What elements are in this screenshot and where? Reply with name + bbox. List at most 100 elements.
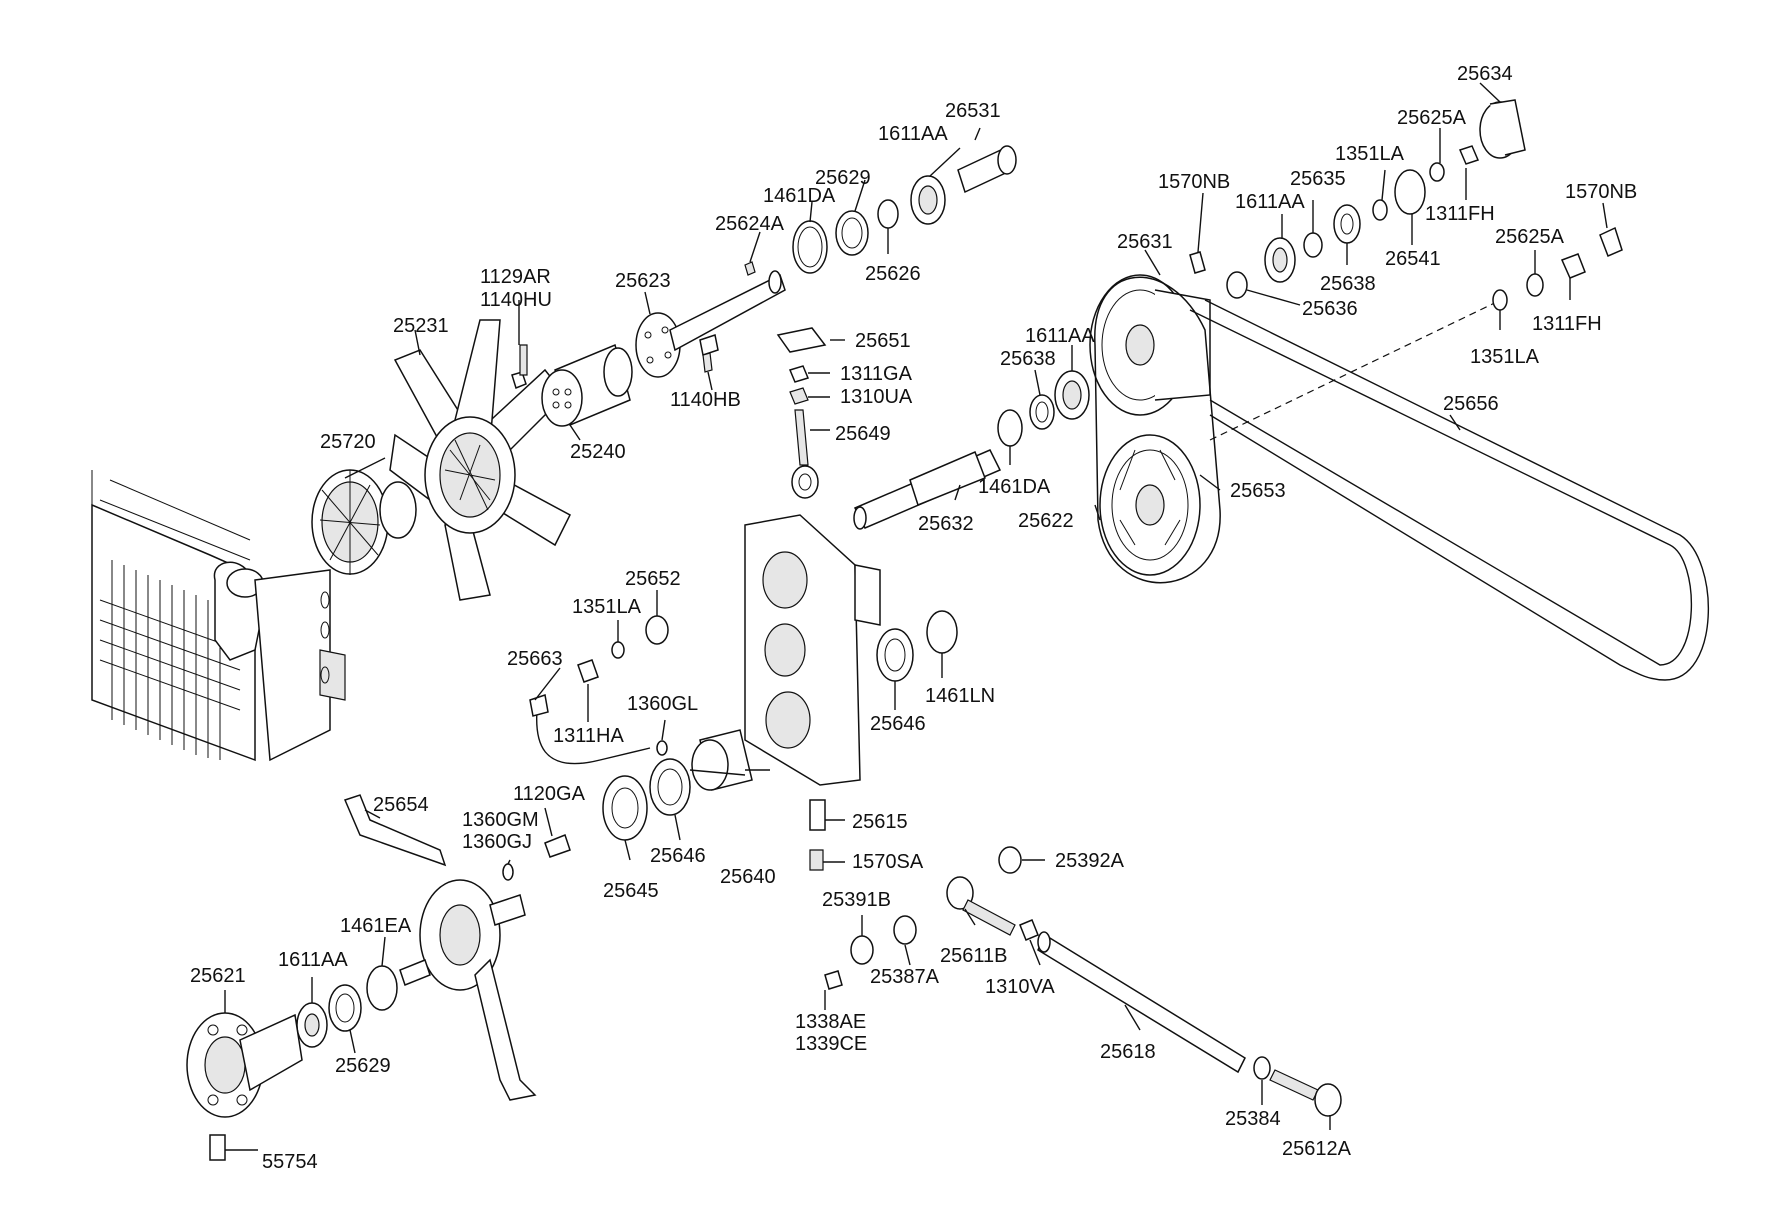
label-25653: 25653 <box>1230 480 1286 502</box>
label-25625A: 25625A <box>1397 107 1467 129</box>
bushing-25391B <box>850 935 874 965</box>
label-1461DA: 1461DA <box>978 476 1051 498</box>
label-1461LN: 1461LN <box>925 685 995 707</box>
nut-1311GA <box>788 365 810 383</box>
shaft-25623 <box>635 261 786 378</box>
fan-clutch-25720 <box>311 469 417 575</box>
label-25663: 25663 <box>507 648 563 670</box>
label-1611AA: 1611AA <box>1025 325 1095 347</box>
label-25654: 25654 <box>373 794 429 816</box>
label-25623: 25623 <box>615 270 671 292</box>
fan-blade-25231 <box>389 319 571 601</box>
sleeve-26531 <box>957 145 1017 194</box>
label-25638: 25638 <box>1000 348 1056 370</box>
label-1351LA: 1351LA <box>572 596 642 618</box>
belt-25656 <box>1189 297 1710 681</box>
washer-25652 <box>645 615 669 645</box>
fitting-55754 <box>209 1134 226 1161</box>
label-25618: 25618 <box>1100 1041 1156 1063</box>
seal-25646-lower <box>649 758 691 816</box>
label-1360GM: 1360GM <box>462 809 539 831</box>
bushing-25640 <box>691 729 753 791</box>
label-1338AE: 1338AE <box>795 1011 866 1033</box>
label-1311FH: 1311FH <box>1425 203 1495 225</box>
leader-lines <box>224 82 1608 1151</box>
fitting-1570SA <box>809 849 824 871</box>
circlip-1461DA-mid <box>997 409 1023 447</box>
label-25624A: 25624A <box>715 213 785 235</box>
label-55754: 55754 <box>262 1151 318 1173</box>
washer-25645 <box>602 775 648 841</box>
bolt-1120GA <box>544 834 571 858</box>
label-1310UA: 1310UA <box>840 386 913 408</box>
label-25638: 25638 <box>1320 273 1376 295</box>
washer-25625A-top <box>1429 162 1445 182</box>
label-25612A: 25612A <box>1282 1138 1352 1160</box>
radiator-drawing <box>91 470 346 762</box>
label-25635: 25635 <box>1290 168 1346 190</box>
label-25615: 25615 <box>852 811 908 833</box>
label-25625A: 25625A <box>1495 226 1565 248</box>
label-1140HU: 1140HU <box>480 289 552 311</box>
shaft-25632 <box>853 449 1002 530</box>
label-1310VA: 1310VA <box>985 976 1055 998</box>
seal-25646-right <box>876 628 914 682</box>
rod-end-25611B <box>946 876 1016 936</box>
nut-1338AE <box>824 970 843 990</box>
label-25629: 25629 <box>335 1055 391 1077</box>
fitting-25615 <box>809 799 826 831</box>
washer-1360GL <box>656 740 668 756</box>
grease-fitting-1570NB-right <box>1599 226 1623 257</box>
washer-1351LA-mid <box>611 641 625 659</box>
nut-1311FH-top <box>1458 145 1480 165</box>
bearing-1611AA-right <box>1264 237 1296 283</box>
label-1461DA: 1461DA <box>763 185 836 207</box>
label-26531: 26531 <box>945 100 1001 122</box>
label-25646: 25646 <box>650 845 706 867</box>
bearing-1611AA-mid <box>1054 370 1090 420</box>
cap-25634 <box>1479 99 1526 159</box>
label-25392A: 25392A <box>1055 850 1125 872</box>
label-25621: 25621 <box>190 965 246 987</box>
label-1120GA: 1120GA <box>513 783 586 805</box>
bushing-25387A <box>893 915 917 945</box>
label-1570NB: 1570NB <box>1565 181 1637 203</box>
seal-25629-lower <box>328 984 362 1032</box>
label-1311GA: 1311GA <box>840 363 913 385</box>
plate-25651 <box>776 327 827 353</box>
label-1360GJ: 1360GJ <box>462 831 532 853</box>
label-25626: 25626 <box>865 263 921 285</box>
label-25634: 25634 <box>1457 63 1513 85</box>
spacer-25635 <box>1303 232 1323 258</box>
hub-25621 <box>186 1012 303 1118</box>
nut-1310UA <box>789 387 809 405</box>
part-labels: 25634 25625A 1351LA 26531 1611AA 25629 1… <box>190 63 1637 1173</box>
spacer-25636 <box>1226 271 1248 299</box>
label-25231: 25231 <box>393 315 449 337</box>
washer-1360GM <box>502 863 514 881</box>
spacer-25240 <box>541 343 633 427</box>
label-1611AA: 1611AA <box>1235 191 1305 213</box>
label-25656: 25656 <box>1443 393 1499 415</box>
eyebolt-25649 <box>791 409 819 499</box>
label-1570SA: 1570SA <box>852 851 924 873</box>
label-25384: 25384 <box>1225 1108 1281 1130</box>
label-25636: 25636 <box>1302 298 1358 320</box>
circlip-1461LN <box>926 610 958 654</box>
label-1351LA: 1351LA <box>1335 143 1405 165</box>
label-25391B: 25391B <box>822 889 891 911</box>
nut-1311FH-right <box>1560 253 1586 279</box>
label-25646: 25646 <box>870 713 926 735</box>
label-25652: 25652 <box>625 568 681 590</box>
seal-25629-top <box>835 210 869 256</box>
label-25240: 25240 <box>570 441 626 463</box>
label-1311FH: 1311FH <box>1532 313 1602 335</box>
nut-1311HA <box>577 659 599 683</box>
label-1140HB: 1140HB <box>670 389 741 411</box>
circlip-1461DA-top <box>792 220 828 274</box>
label-1351LA: 1351LA <box>1470 346 1540 368</box>
tube-25618 <box>1037 931 1246 1074</box>
pulley-25622 <box>1099 434 1201 576</box>
